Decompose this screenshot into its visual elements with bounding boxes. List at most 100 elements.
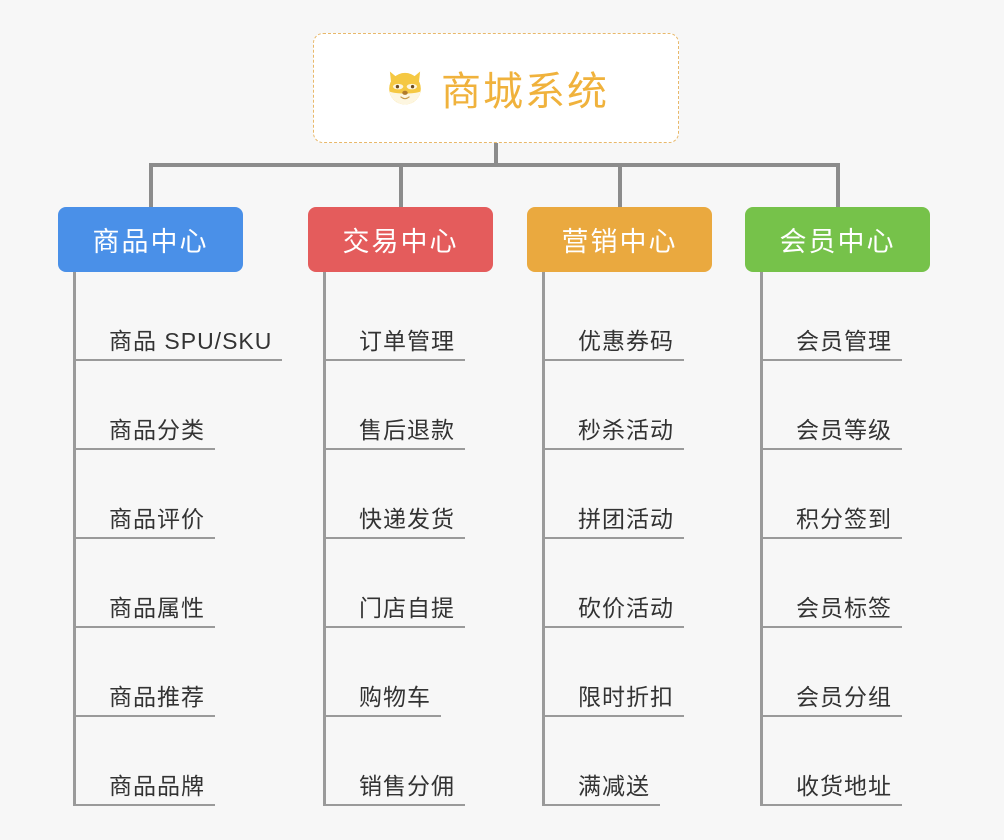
leaf-label: 订单管理 [359, 328, 455, 354]
leaf-label: 砍价活动 [578, 595, 674, 621]
leaf-underline [542, 804, 660, 806]
leaf-underline [323, 448, 465, 450]
leaf-item[interactable]: 快递发货 [323, 450, 493, 539]
leaf-underline [760, 537, 902, 539]
leaf-underline [760, 359, 902, 361]
leaf-item[interactable]: 拼团活动 [542, 450, 712, 539]
leaf-underline [542, 537, 684, 539]
leaf-label: 销售分佣 [359, 773, 455, 799]
leaf-item[interactable]: 积分签到 [760, 450, 930, 539]
leaf-label: 会员等级 [796, 417, 892, 443]
connector-drop-4 [836, 163, 840, 209]
leaf-list-0: 商品 SPU/SKU 商品分类 商品评价 商品属性 商品推荐 商品品牌 [73, 272, 282, 806]
leaf-label: 商品分类 [109, 417, 205, 443]
leaf-item[interactable]: 商品推荐 [73, 628, 272, 717]
leaf-underline [323, 715, 441, 717]
leaf-underline [73, 715, 215, 717]
leaf-label: 商品品牌 [109, 773, 205, 799]
leaf-label: 会员分组 [796, 684, 892, 710]
category-header-0[interactable]: 商品中心 [58, 207, 243, 272]
leaf-underline [542, 626, 684, 628]
leaf-underline [323, 359, 465, 361]
category-header-2[interactable]: 营销中心 [527, 207, 712, 272]
category-header-1[interactable]: 交易中心 [308, 207, 493, 272]
leaf-underline [542, 448, 684, 450]
leaf-underline [323, 537, 465, 539]
leaf-list-2: 优惠券码 秒杀活动 拼团活动 砍价活动 限时折扣 满减送 [542, 272, 712, 806]
category-title: 交易中心 [342, 227, 459, 257]
leaf-list-1: 订单管理 售后退款 快递发货 门店自提 购物车 销售分佣 [323, 272, 493, 806]
leaf-item[interactable]: 商品 SPU/SKU [73, 272, 282, 361]
leaf-underline [323, 626, 465, 628]
leaf-item[interactable]: 商品属性 [73, 539, 272, 628]
category-title: 会员中心 [779, 227, 896, 257]
branch-column-1: 交易中心 订单管理 售后退款 快递发货 门店自提 购物车 销售分佣 [308, 207, 493, 806]
leaf-item[interactable]: 会员等级 [760, 361, 930, 450]
leaf-item[interactable]: 订单管理 [323, 272, 493, 361]
leaf-item[interactable]: 门店自提 [323, 539, 493, 628]
leaf-list-3: 会员管理 会员等级 积分签到 会员标签 会员分组 收货地址 [760, 272, 930, 806]
connector-horizontal-bar [149, 163, 840, 167]
leaf-label: 收货地址 [796, 773, 892, 799]
leaf-item[interactable]: 售后退款 [323, 361, 493, 450]
branch-column-2: 营销中心 优惠券码 秒杀活动 拼团活动 砍价活动 限时折扣 满减送 [527, 207, 712, 806]
leaf-item[interactable]: 销售分佣 [323, 717, 493, 806]
branch-trunk [73, 272, 76, 806]
leaf-label: 商品评价 [109, 506, 205, 532]
leaf-underline [542, 715, 684, 717]
leaf-item[interactable]: 商品评价 [73, 450, 272, 539]
leaf-underline [73, 626, 215, 628]
leaf-item[interactable]: 商品分类 [73, 361, 272, 450]
branch-trunk [542, 272, 545, 806]
leaf-underline [542, 359, 684, 361]
leaf-item[interactable]: 满减送 [542, 717, 712, 806]
leaf-label: 秒杀活动 [578, 417, 674, 443]
leaf-item[interactable]: 会员标签 [760, 539, 930, 628]
branch-column-0: 商品中心 商品 SPU/SKU 商品分类 商品评价 商品属性 商品推荐 商品品牌 [58, 207, 282, 806]
connector-drop-2 [399, 163, 403, 209]
leaf-label: 商品 SPU/SKU [109, 328, 273, 354]
leaf-label: 售后退款 [359, 417, 455, 443]
leaf-item[interactable]: 会员分组 [760, 628, 930, 717]
branch-trunk [760, 272, 763, 806]
leaf-item[interactable]: 秒杀活动 [542, 361, 712, 450]
category-title: 营销中心 [561, 227, 678, 257]
leaf-underline [760, 448, 902, 450]
leaf-label: 商品推荐 [109, 684, 205, 710]
connector-drop-1 [149, 163, 153, 209]
category-header-3[interactable]: 会员中心 [745, 207, 930, 272]
connector-root-stem [494, 143, 498, 165]
leaf-label: 满减送 [578, 773, 650, 799]
leaf-label: 会员标签 [796, 595, 892, 621]
category-title: 商品中心 [92, 227, 209, 257]
leaf-label: 商品属性 [109, 595, 205, 621]
leaf-label: 门店自提 [359, 595, 455, 621]
root-title: 商城系统 [441, 70, 609, 114]
leaf-item[interactable]: 砍价活动 [542, 539, 712, 628]
leaf-item[interactable]: 商品品牌 [73, 717, 272, 806]
leaf-label: 优惠券码 [578, 328, 674, 354]
branch-trunk [323, 272, 326, 806]
leaf-label: 拼团活动 [578, 506, 674, 532]
leaf-underline [73, 804, 215, 806]
leaf-underline [73, 448, 215, 450]
leaf-underline [73, 359, 282, 361]
leaf-label: 积分签到 [796, 506, 892, 532]
leaf-underline [760, 626, 902, 628]
connector-drop-3 [618, 163, 622, 209]
root-node[interactable]: 商城系统 [313, 33, 679, 143]
leaf-item[interactable]: 收货地址 [760, 717, 930, 806]
leaf-underline [760, 804, 902, 806]
leaf-label: 快递发货 [359, 506, 455, 532]
leaf-item[interactable]: 购物车 [323, 628, 493, 717]
branch-column-3: 会员中心 会员管理 会员等级 积分签到 会员标签 会员分组 收货地址 [745, 207, 930, 806]
leaf-underline [73, 537, 215, 539]
leaf-item[interactable]: 优惠券码 [542, 272, 712, 361]
dog-face-icon [383, 66, 427, 110]
leaf-underline [323, 804, 465, 806]
leaf-item[interactable]: 会员管理 [760, 272, 930, 361]
leaf-label: 会员管理 [796, 328, 892, 354]
leaf-item[interactable]: 限时折扣 [542, 628, 712, 717]
leaf-label: 购物车 [359, 684, 431, 710]
